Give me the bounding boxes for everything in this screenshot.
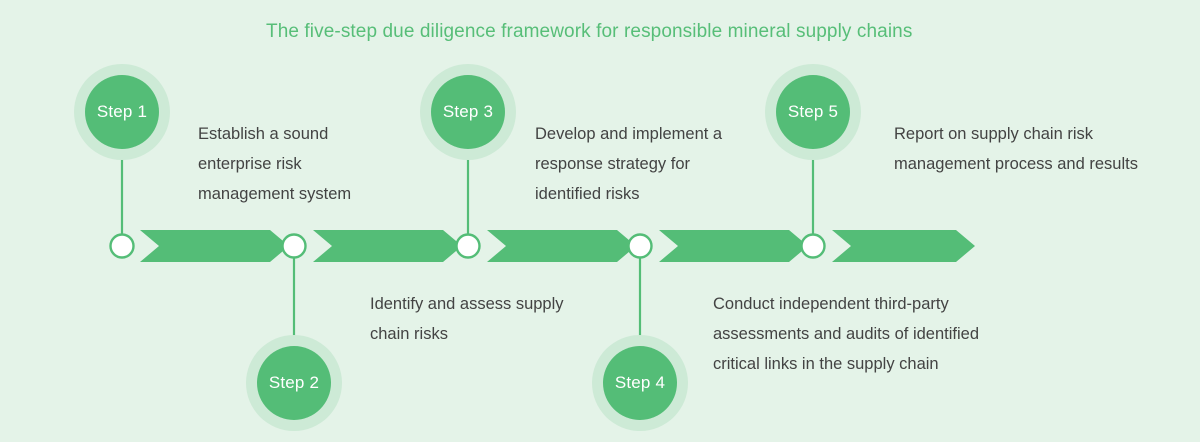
- chevron-arrows: [140, 230, 975, 262]
- step-label-1: Step 1: [96, 102, 148, 121]
- chevron-3: [487, 230, 636, 262]
- step-bubble-3[interactable]: Step 3: [420, 64, 516, 160]
- timeline-nodes: [109, 233, 826, 259]
- step-circle-2: Step 2: [257, 346, 331, 420]
- step-description-4: Conduct independent third-party assessme…: [713, 295, 979, 373]
- step-label-5: Step 5: [787, 102, 839, 121]
- step-bubble-5[interactable]: Step 5: [765, 64, 861, 160]
- step-description-2: Identify and assess supply chain risks: [370, 295, 564, 343]
- step-label-3: Step 3: [442, 102, 494, 121]
- step-description-3: Develop and implement a response strateg…: [535, 125, 723, 203]
- step-circle-1: Step 1: [85, 75, 159, 149]
- step-circle-3: Step 3: [431, 75, 505, 149]
- node-step-2: [281, 233, 307, 259]
- node-step-5: [800, 233, 826, 259]
- step-circle-4: Step 4: [603, 346, 677, 420]
- step-bubble-4[interactable]: Step 4: [592, 335, 688, 431]
- step-circle-5: Step 5: [776, 75, 850, 149]
- chevron-4: [659, 230, 808, 262]
- step-label-2: Step 2: [268, 373, 320, 392]
- node-step-1: [109, 233, 135, 259]
- step-bubble-1[interactable]: Step 1: [74, 64, 170, 160]
- chevron-5: [832, 230, 975, 262]
- chevron-1: [140, 230, 289, 262]
- page-title: The five-step due diligence framework fo…: [266, 21, 913, 42]
- node-step-3: [455, 233, 481, 259]
- step-bubble-2[interactable]: Step 2: [246, 335, 342, 431]
- connector-stems: [120, 150, 815, 348]
- step-description-1: Establish a sound enterprise risk manage…: [198, 125, 352, 203]
- step-label-4: Step 4: [614, 373, 666, 392]
- step-description-5: Report on supply chain risk management p…: [894, 125, 1138, 173]
- node-step-4: [627, 233, 653, 259]
- chevron-2: [313, 230, 462, 262]
